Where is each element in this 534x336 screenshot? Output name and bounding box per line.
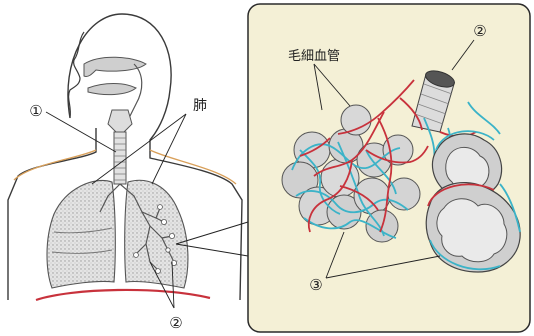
inset-bronchiole-marker: ② (473, 22, 486, 40)
human-figure (8, 14, 242, 300)
trachea (114, 132, 126, 184)
mouth-cavity (88, 84, 136, 95)
pharynx (128, 64, 142, 120)
alveoli-marker: ③ (309, 276, 322, 294)
face-outline (69, 32, 84, 118)
trachea-leader (46, 112, 116, 152)
lung-leader-right (152, 114, 186, 184)
lung-label: 肺 (193, 98, 207, 114)
lung-left (47, 180, 115, 288)
diaphragm (36, 290, 210, 300)
larynx (108, 110, 132, 132)
inset-panel: 毛細血管 ② ③ (248, 4, 530, 332)
trachea-marker: ① (29, 102, 42, 120)
lung-leader-left (92, 114, 186, 184)
capillaries-label: 毛細血管 (288, 49, 340, 64)
bronchi-marker: ② (169, 314, 182, 332)
